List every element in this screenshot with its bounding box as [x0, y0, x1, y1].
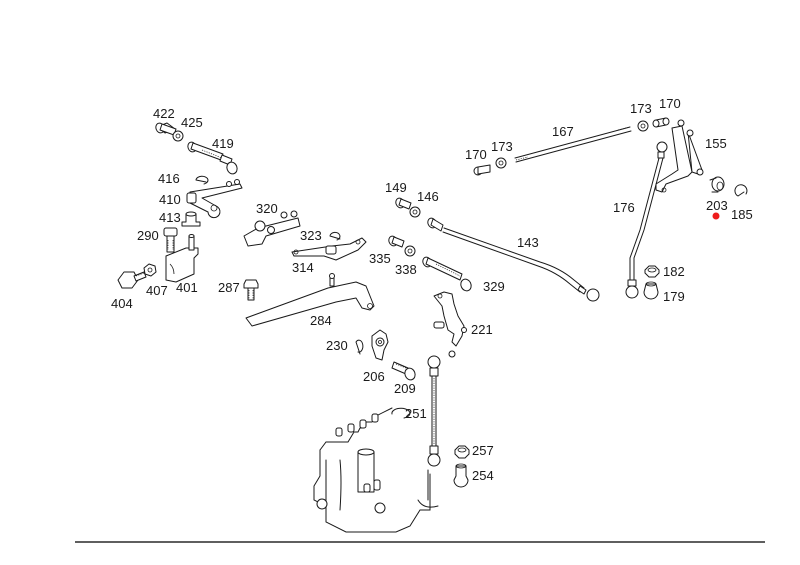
part-338-nut — [404, 245, 416, 257]
part-419-threaded-rod — [187, 141, 238, 175]
part-314-lever — [291, 237, 367, 261]
part-155-bellcrank — [655, 119, 704, 193]
label-155: 155 — [705, 136, 727, 151]
part-185-clip — [734, 184, 748, 197]
part-146-nut — [409, 206, 421, 218]
part-rod-vertical — [427, 355, 441, 467]
part-410-lever — [186, 179, 243, 219]
label-143: 143 — [517, 235, 539, 250]
part-167-threaded-rod — [514, 126, 632, 163]
label-167: 167 — [552, 124, 574, 139]
label-329: 329 — [483, 279, 505, 294]
label-422: 422 — [153, 106, 175, 121]
part-203-bushing — [709, 176, 725, 193]
label-413: 413 — [159, 210, 181, 225]
part-320-lever-assembly — [243, 210, 301, 247]
part-injection-pump — [313, 407, 439, 533]
label-170-left: 170 — [465, 147, 487, 162]
part-176-rod — [625, 141, 668, 299]
part-407-nut — [143, 263, 157, 277]
part-416-clip — [195, 175, 209, 185]
part-404-nut-bolt — [117, 271, 147, 289]
label-230: 230 — [326, 338, 348, 353]
label-323: 323 — [300, 228, 322, 243]
part-335-bolt — [388, 235, 405, 248]
label-179: 179 — [663, 289, 685, 304]
part-422-bolt — [155, 122, 177, 136]
label-257: 257 — [472, 443, 494, 458]
label-416: 416 — [158, 171, 180, 186]
part-287-bolt — [243, 279, 259, 301]
label-170-right: 170 — [659, 96, 681, 111]
part-209-bolt — [391, 361, 416, 381]
part-284-arm — [245, 273, 375, 327]
label-254: 254 — [472, 468, 494, 483]
label-404: 404 — [111, 296, 133, 311]
label-173-right: 173 — [630, 101, 652, 116]
label-287: 287 — [218, 280, 240, 295]
label-176: 176 — [613, 200, 635, 215]
label-221: 221 — [471, 322, 493, 337]
label-290: 290 — [137, 228, 159, 243]
label-185: 185 — [731, 207, 753, 222]
label-284: 284 — [310, 313, 332, 328]
label-251: 251 — [405, 406, 427, 421]
part-254-fitting — [453, 463, 469, 488]
label-407: 407 — [146, 283, 168, 298]
label-314: 314 — [292, 260, 314, 275]
label-335: 335 — [369, 251, 391, 266]
part-170-pin-left — [473, 164, 491, 176]
label-209: 209 — [394, 381, 416, 396]
part-173-nut-right — [637, 120, 649, 132]
label-401: 401 — [176, 280, 198, 295]
label-206: 206 — [363, 369, 385, 384]
part-221-bracket — [433, 291, 467, 358]
part-182-nut — [644, 265, 660, 278]
part-290-bolt — [163, 227, 178, 253]
part-149-bolt — [395, 197, 412, 210]
part-143-cable — [427, 217, 600, 302]
highlight-marker — [712, 212, 720, 220]
label-146: 146 — [417, 189, 439, 204]
label-425: 425 — [181, 115, 203, 130]
part-170-pin-right — [652, 117, 670, 128]
label-320: 320 — [256, 201, 278, 216]
part-413-bushing — [181, 211, 201, 227]
label-410: 410 — [159, 192, 181, 207]
label-182: 182 — [663, 264, 685, 279]
part-230-clip — [355, 339, 364, 355]
label-173-left: 173 — [491, 139, 513, 154]
part-323-clip — [329, 231, 341, 241]
label-149: 149 — [385, 180, 407, 195]
part-401-bracket — [165, 234, 199, 283]
part-257-nut — [454, 445, 470, 459]
part-425-nut — [172, 130, 184, 142]
part-251-clip — [391, 407, 411, 419]
part-329-rod — [422, 256, 472, 292]
label-203: 203 — [706, 198, 728, 213]
part-179-ball-socket — [643, 281, 659, 300]
part-206-cam — [371, 329, 389, 361]
part-173-nut-left — [495, 157, 507, 169]
label-419: 419 — [212, 136, 234, 151]
label-338: 338 — [395, 262, 417, 277]
